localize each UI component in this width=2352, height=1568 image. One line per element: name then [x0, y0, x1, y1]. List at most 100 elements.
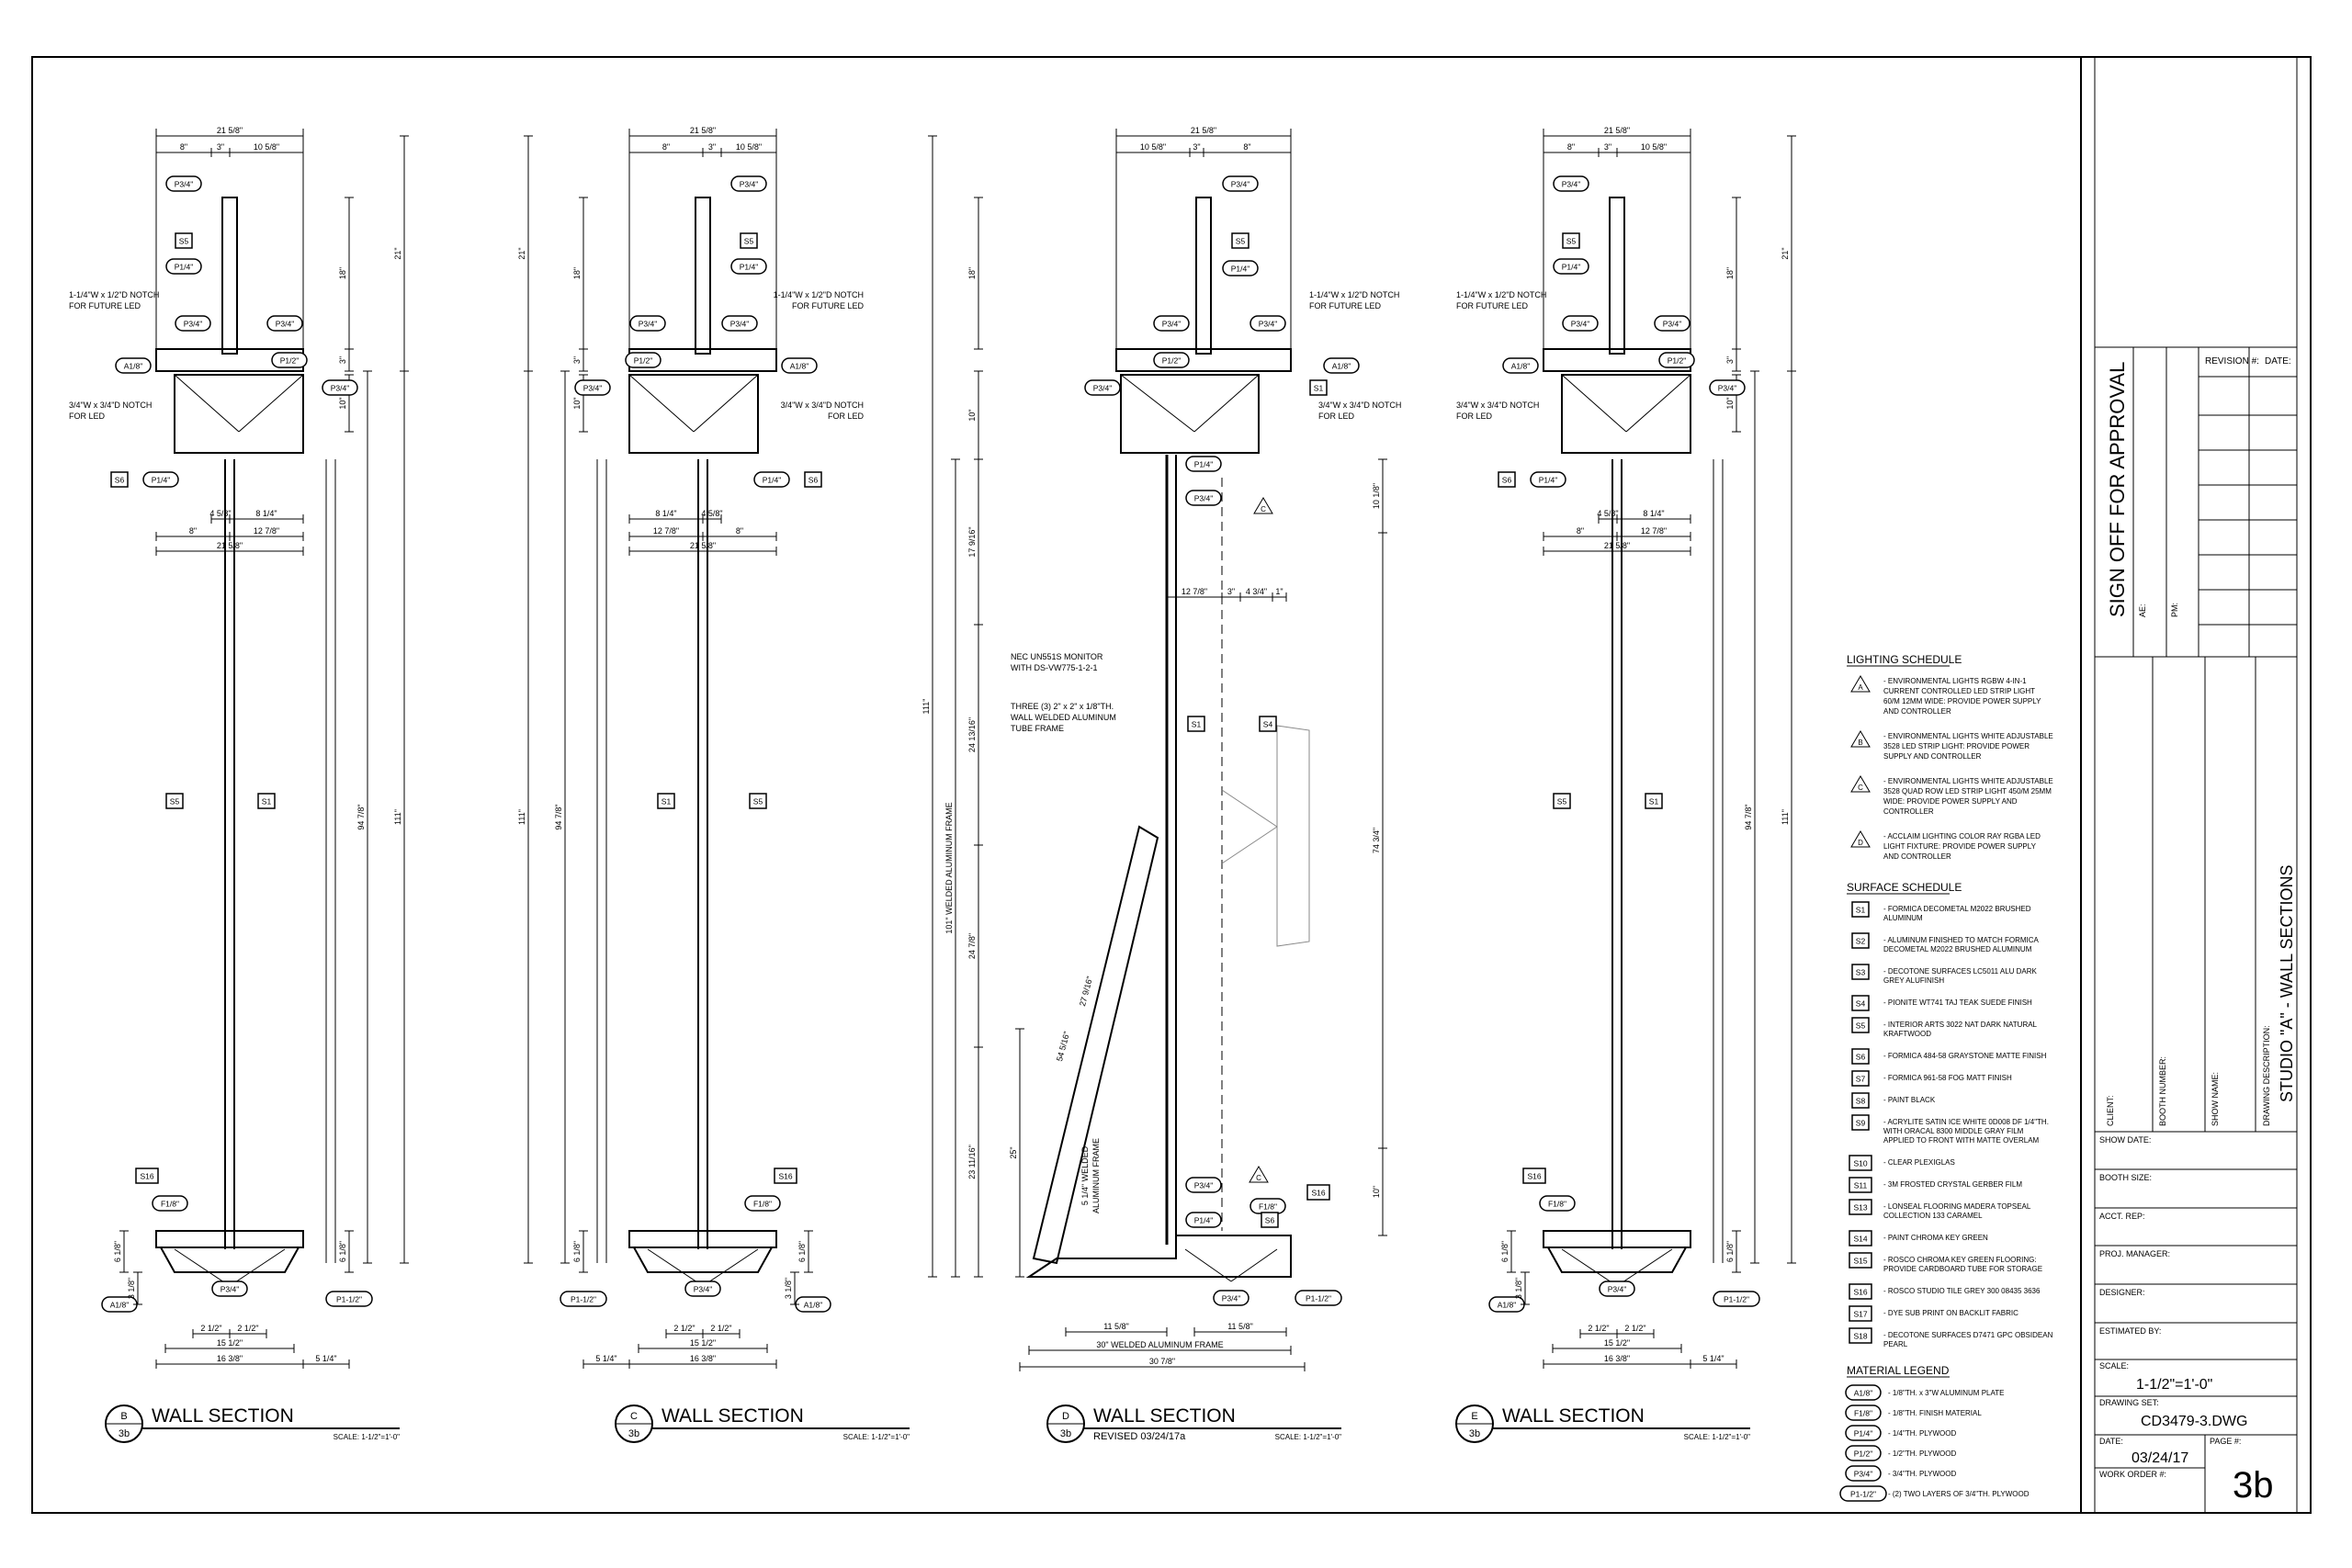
base-frame — [1025, 1235, 1292, 1278]
material-tag-p14-box — [1222, 260, 1259, 276]
material-tag-p34: P3/4" — [1259, 320, 1278, 329]
dimension-label: 3" — [1227, 587, 1235, 596]
dimension-label: 21 5/8" — [217, 541, 243, 550]
surface-schedule-tag-box — [1849, 1177, 1872, 1193]
lighting-schedule-tag: C — [1858, 784, 1863, 792]
dimension-label: 21 5/8" — [1191, 126, 1216, 135]
surface-tag-s5-box — [1553, 793, 1571, 809]
wall-section-drawings: 21 5/8"8"3"10 5/8"18"21"3"10"P3/4"S5P1/4… — [69, 126, 1796, 1371]
monitor-mount-arm — [1221, 789, 1278, 828]
material-tag-p14: P1/4" — [1194, 460, 1214, 469]
lighting-schedule-title: LIGHTING SCHEDULE — [1847, 653, 1962, 666]
dimension-label: 24 13/16" — [967, 717, 977, 752]
dimension-label: 21 5/8" — [690, 541, 716, 550]
dimension-label: 10" — [967, 409, 977, 421]
material-tag-f18-box — [1539, 1195, 1576, 1212]
surface-schedule-tag-box — [1849, 1199, 1872, 1215]
material-tag-p34-box — [211, 1280, 248, 1297]
material-tag-p14: P1/4" — [175, 263, 194, 272]
material-tag-p12: P1/2" — [280, 356, 300, 366]
surface-tag-s5: S5 — [1557, 797, 1567, 807]
material-tag-p34: P3/4" — [1608, 1285, 1627, 1294]
dimension-label: 8" — [189, 526, 197, 536]
dimension-label: 18" — [967, 267, 977, 279]
light-box-diagonal — [693, 374, 759, 433]
lighting-schedule-text: WIDE: PROVIDE POWER SUPPLY AND — [1883, 797, 2018, 806]
dimension-label: 5 1/4" — [595, 1354, 616, 1363]
material-legend-tag: P3/4" — [1854, 1470, 1873, 1479]
dimension-label: 10" — [572, 397, 582, 409]
dimension-label: 3 1/8" — [127, 1278, 136, 1299]
material-tag-p34-box — [1709, 379, 1746, 396]
dimension-label: 6 1/8" — [1500, 1241, 1510, 1262]
surface-tag-s5: S5 — [1236, 237, 1246, 246]
surface-tag-s5-box — [740, 232, 758, 249]
lighting-schedule-text: AND CONTROLLER — [1883, 852, 1951, 861]
dimension-label: 2 1/2" — [673, 1324, 695, 1333]
note-notch-led: FOR LED — [828, 412, 865, 421]
surface-tag-s5-box — [165, 793, 184, 809]
dimension-label: 16 3/8" — [217, 1354, 243, 1363]
material-legend-tag: P1/4" — [1854, 1429, 1873, 1438]
estimated-by-label: ESTIMATED BY: — [2099, 1326, 2161, 1336]
upper-post — [1195, 197, 1212, 355]
material-tag-p14-box — [1553, 258, 1589, 275]
lighting-tag-c: C — [1261, 505, 1266, 513]
dimension-label: 6 1/8" — [797, 1241, 807, 1262]
title-block-frame — [2080, 56, 2312, 1514]
surface-schedule-text: KRAFTWOOD — [1883, 1030, 1931, 1038]
surface-schedule-text: - PAINT CHROMA KEY GREEN — [1883, 1234, 1988, 1242]
dimension-label: 21" — [1781, 247, 1790, 259]
material-tag-p34: P3/4" — [583, 384, 603, 393]
section-scale: SCALE: 1-1/2"=1'-0" — [1684, 1433, 1751, 1441]
dimension-label: 6 1/8" — [113, 1241, 122, 1262]
material-tag-p12: P1/2" — [1668, 356, 1687, 366]
dimension-label: 11 5/8" — [1103, 1322, 1129, 1331]
material-tag-p34: P3/4" — [220, 1285, 240, 1294]
section-revised: REVISED 03/24/17a — [1093, 1431, 1186, 1442]
lighting-schedule-text: - ENVIRONMENTAL LIGHTS WHITE ADJUSTABLE — [1883, 732, 2053, 740]
surface-tag-s1: S1 — [262, 797, 272, 807]
dimension-label: 74 3/4" — [1372, 828, 1381, 853]
surface-schedule-text: - 3M FROSTED CRYSTAL GERBER FILM — [1883, 1180, 2022, 1189]
section-id: E — [1471, 1411, 1477, 1422]
date-label: DATE: — [2099, 1437, 2123, 1446]
material-legend-tag-box — [1845, 1445, 1882, 1461]
surface-tag-s5: S5 — [170, 797, 180, 807]
material-tag-p34-box — [1222, 175, 1259, 192]
surface-tag-s1-box — [1309, 379, 1328, 396]
note-welded-frame-diag: ALUMINUM FRAME — [1091, 1138, 1101, 1213]
date-value: 03/24/17 — [2132, 1450, 2188, 1466]
material-legend-text: - 3/4"TH. PLYWOOD — [1888, 1470, 1956, 1478]
monitor-mount-arm — [1221, 826, 1278, 864]
material-legend-tag: A1/8" — [1854, 1389, 1873, 1398]
surface-schedule-tag-box — [1851, 901, 1870, 918]
material-tag-p14-box — [1530, 471, 1566, 488]
surface-schedule-text: - DECOTONE SURFACES D7471 GPC OBSIDEAN — [1883, 1331, 2053, 1339]
surface-tag-s16: S16 — [778, 1172, 792, 1181]
material-tag-p34-box — [721, 315, 758, 332]
note-notch-led: FOR LED — [69, 412, 106, 421]
material-legend-tag-box — [1845, 1425, 1882, 1441]
surface-schedule-text: WITH ORACAL 8300 MIDDLE GRAY FILM — [1883, 1127, 2024, 1135]
sign-off-label: SIGN OFF FOR APPROVAL — [2106, 362, 2129, 617]
scale-label: SCALE: — [2099, 1361, 2129, 1371]
dimension-label: 3" — [708, 142, 716, 152]
material-tag-p34: P3/4" — [730, 320, 750, 329]
surface-schedule-text: DECOMETAL M2022 BRUSHED ALUMINUM — [1883, 945, 2032, 953]
lighting-tag-c-triangle — [1249, 1166, 1269, 1183]
dimension-label: 16 3/8" — [1604, 1354, 1630, 1363]
dimension-label: 94 7/8" — [554, 804, 563, 829]
drawing-set-label: DRAWING SET: — [2099, 1398, 2159, 1407]
material-tag-p34-box — [684, 1280, 721, 1297]
material-tag-p12: P1/2" — [634, 356, 653, 366]
dimension-label: 2 1/2" — [200, 1324, 221, 1333]
note-frame: TUBE FRAME — [1011, 724, 1064, 733]
dimension-label: 5 1/4" — [315, 1354, 336, 1363]
material-tag-p34: P3/4" — [740, 180, 759, 189]
dimension-label: 2 1/2" — [1588, 1324, 1609, 1333]
lighting-schedule-text: 60/M 12MM WIDE: PROVIDE POWER SUPPLY — [1883, 697, 2041, 705]
